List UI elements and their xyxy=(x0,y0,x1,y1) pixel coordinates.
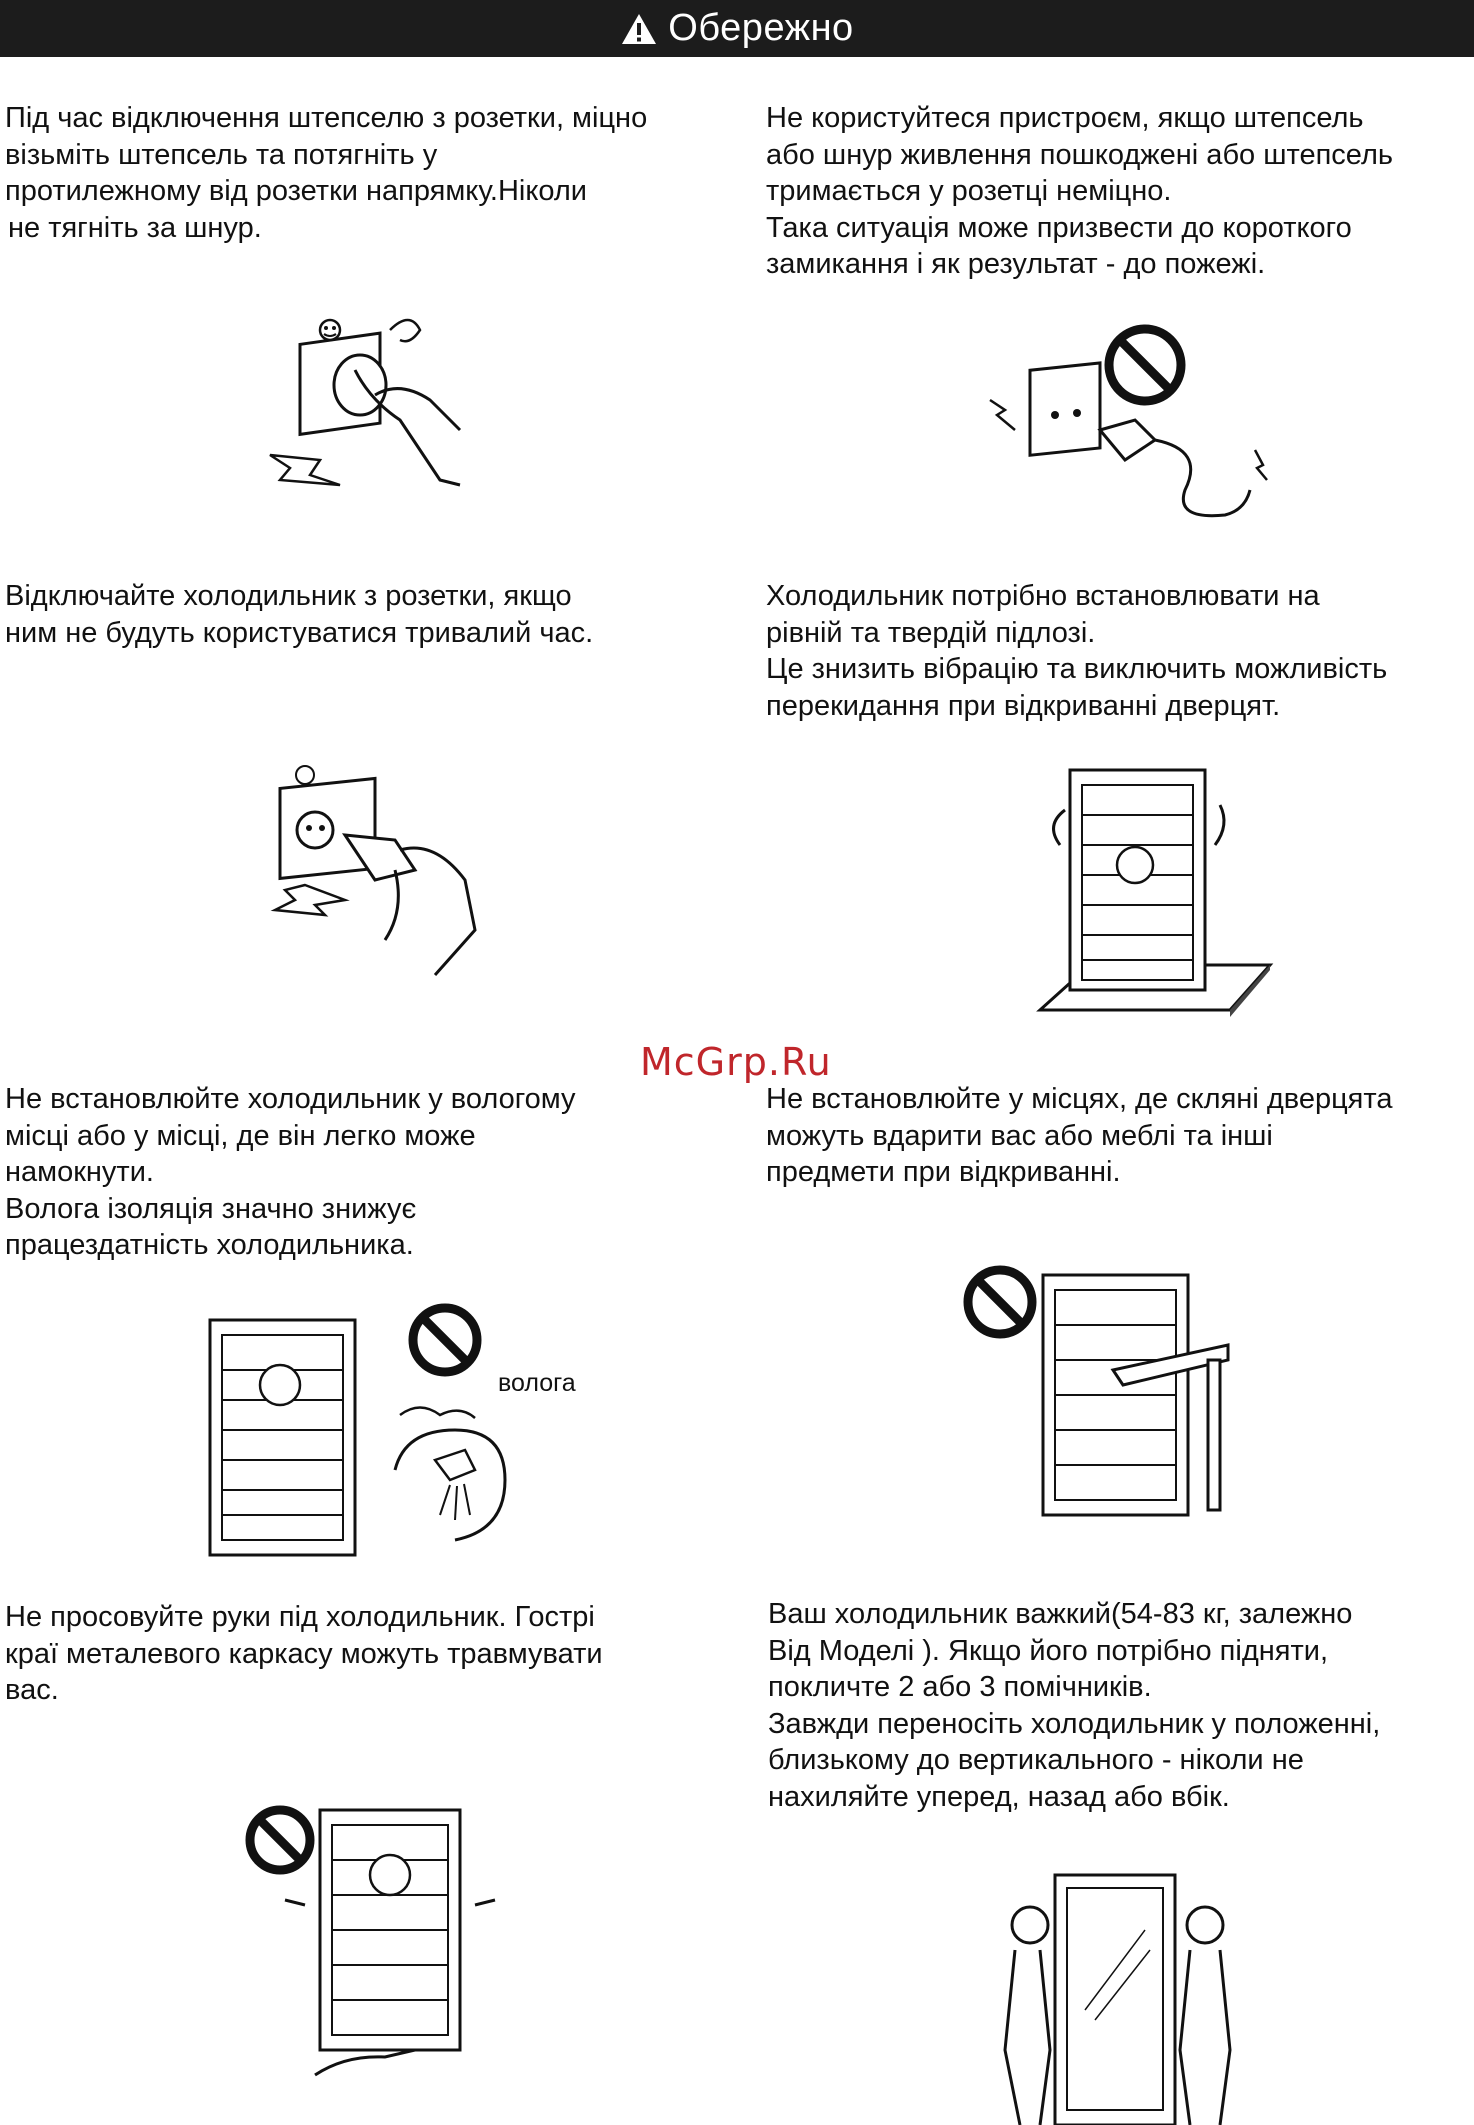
text-line: Завжди переносіть холодильник у положенн… xyxy=(768,1707,1381,1740)
text-line: Не встановлюйте у місцях, де скляні двер… xyxy=(766,1083,1393,1115)
carrying-fridge-illustration xyxy=(1003,1873,1232,2125)
caution-header: Обережно xyxy=(0,0,1474,57)
text-line: Під час відключення штепселю з розетки, … xyxy=(5,102,648,134)
watermark: McGrp.Ru xyxy=(640,1040,832,1084)
text-line: Волога ізоляція значно знижує xyxy=(5,1192,417,1225)
text-line: місці або у місці, де він легко може xyxy=(5,1119,476,1152)
unplug-absence-illustration xyxy=(270,765,477,976)
text-line: Від Моделі ). Якщо його потрібно підняти… xyxy=(768,1634,1329,1667)
text-line: Відключайте холодильник з розетки, якщо xyxy=(5,580,572,612)
text-line: не тягніть за шнур. xyxy=(8,211,262,244)
section-humidity-text: Не встановлюйте холодильник у вологому м… xyxy=(5,1081,576,1264)
section-level-floor-text: Холодильник потрібно встановлювати на рі… xyxy=(766,578,1387,724)
prohibition-icon xyxy=(245,1805,315,1875)
text-line: рівній та твердій підлозі. xyxy=(766,616,1096,649)
warning-triangle-icon xyxy=(622,13,657,44)
glass-door-illustration xyxy=(963,1265,1230,1517)
text-line: вас. xyxy=(5,1674,59,1706)
text-line: працездатність холодильника. xyxy=(5,1229,414,1261)
text-line: предмети при відкриванні. xyxy=(766,1156,1121,1188)
text-line: візьміть штепсель та потягніть у xyxy=(5,138,438,171)
section-glass-door-text: Не встановлюйте у місцях, де скляні двер… xyxy=(766,1081,1392,1191)
unplug-hand-illustration xyxy=(269,318,462,487)
text-line: Така ситуація може призвести до коротког… xyxy=(766,211,1352,244)
section-hands-under-text: Не просовуйте руки під холодильник. Гост… xyxy=(5,1599,603,1709)
text-line: Ваш холодильник важкий(54-83 кг, залежно xyxy=(768,1598,1353,1630)
humidity-caption: волога xyxy=(498,1369,576,1397)
hands-under-illustration xyxy=(245,1805,496,2077)
section-damaged-cord-text: Не користуйтеся пристроєм, якщо штепсель… xyxy=(766,100,1393,283)
text-line: можуть вдарити вас або меблі та інші xyxy=(766,1119,1273,1152)
damaged-cord-illustration xyxy=(989,324,1268,518)
text-line: або шнур живлення пошкоджені або штепсел… xyxy=(766,138,1393,171)
text-line: Холодильник потрібно встановлювати на xyxy=(766,580,1320,612)
text-line: Це знизить вібрацію та виключить можливі… xyxy=(766,653,1388,685)
text-line: Не просовуйте руки під холодильник. Гост… xyxy=(5,1601,595,1633)
section-long-absence-text: Відключайте холодильник з розетки, якщо … xyxy=(5,578,593,651)
section-heavy-text: Ваш холодильник важкий(54-83 кг, залежно… xyxy=(768,1596,1380,1815)
prohibition-icon xyxy=(963,1265,1037,1339)
text-line: нахиляйте уперед, назад або вбік. xyxy=(768,1780,1230,1813)
text-line: протилежному від розетки напрямку.Ніколи xyxy=(5,175,587,207)
text-line: Не користуйтеся пристроєм, якщо штепсель xyxy=(766,102,1364,134)
text-line: тримається у розетці неміцно. xyxy=(766,175,1172,207)
text-line: близькому до вертикального - ніколи не xyxy=(768,1744,1304,1776)
text-line: краї металевого каркасу можуть травмуват… xyxy=(5,1637,603,1670)
section-unplug-text: Під час відключення штепселю з розетки, … xyxy=(5,100,647,246)
text-line: замикання і як результат - до пожежі. xyxy=(766,248,1266,280)
prohibition-icon xyxy=(408,1303,482,1377)
level-floor-fridge-illustration xyxy=(1036,768,1274,1017)
text-line: покличте 2 або 3 помічників. xyxy=(768,1671,1152,1703)
text-line: намокнути. xyxy=(5,1156,154,1188)
prohibition-icon xyxy=(1104,324,1186,406)
humidity-fridge-illustration xyxy=(208,1303,507,1557)
text-line: Не встановлюйте холодильник у вологому xyxy=(5,1083,576,1115)
header-title: Обережно xyxy=(668,7,854,49)
text-line: перекидання при відкриванні дверцят. xyxy=(766,689,1281,722)
text-line: ним не будуть користуватися тривалий час… xyxy=(5,616,594,649)
